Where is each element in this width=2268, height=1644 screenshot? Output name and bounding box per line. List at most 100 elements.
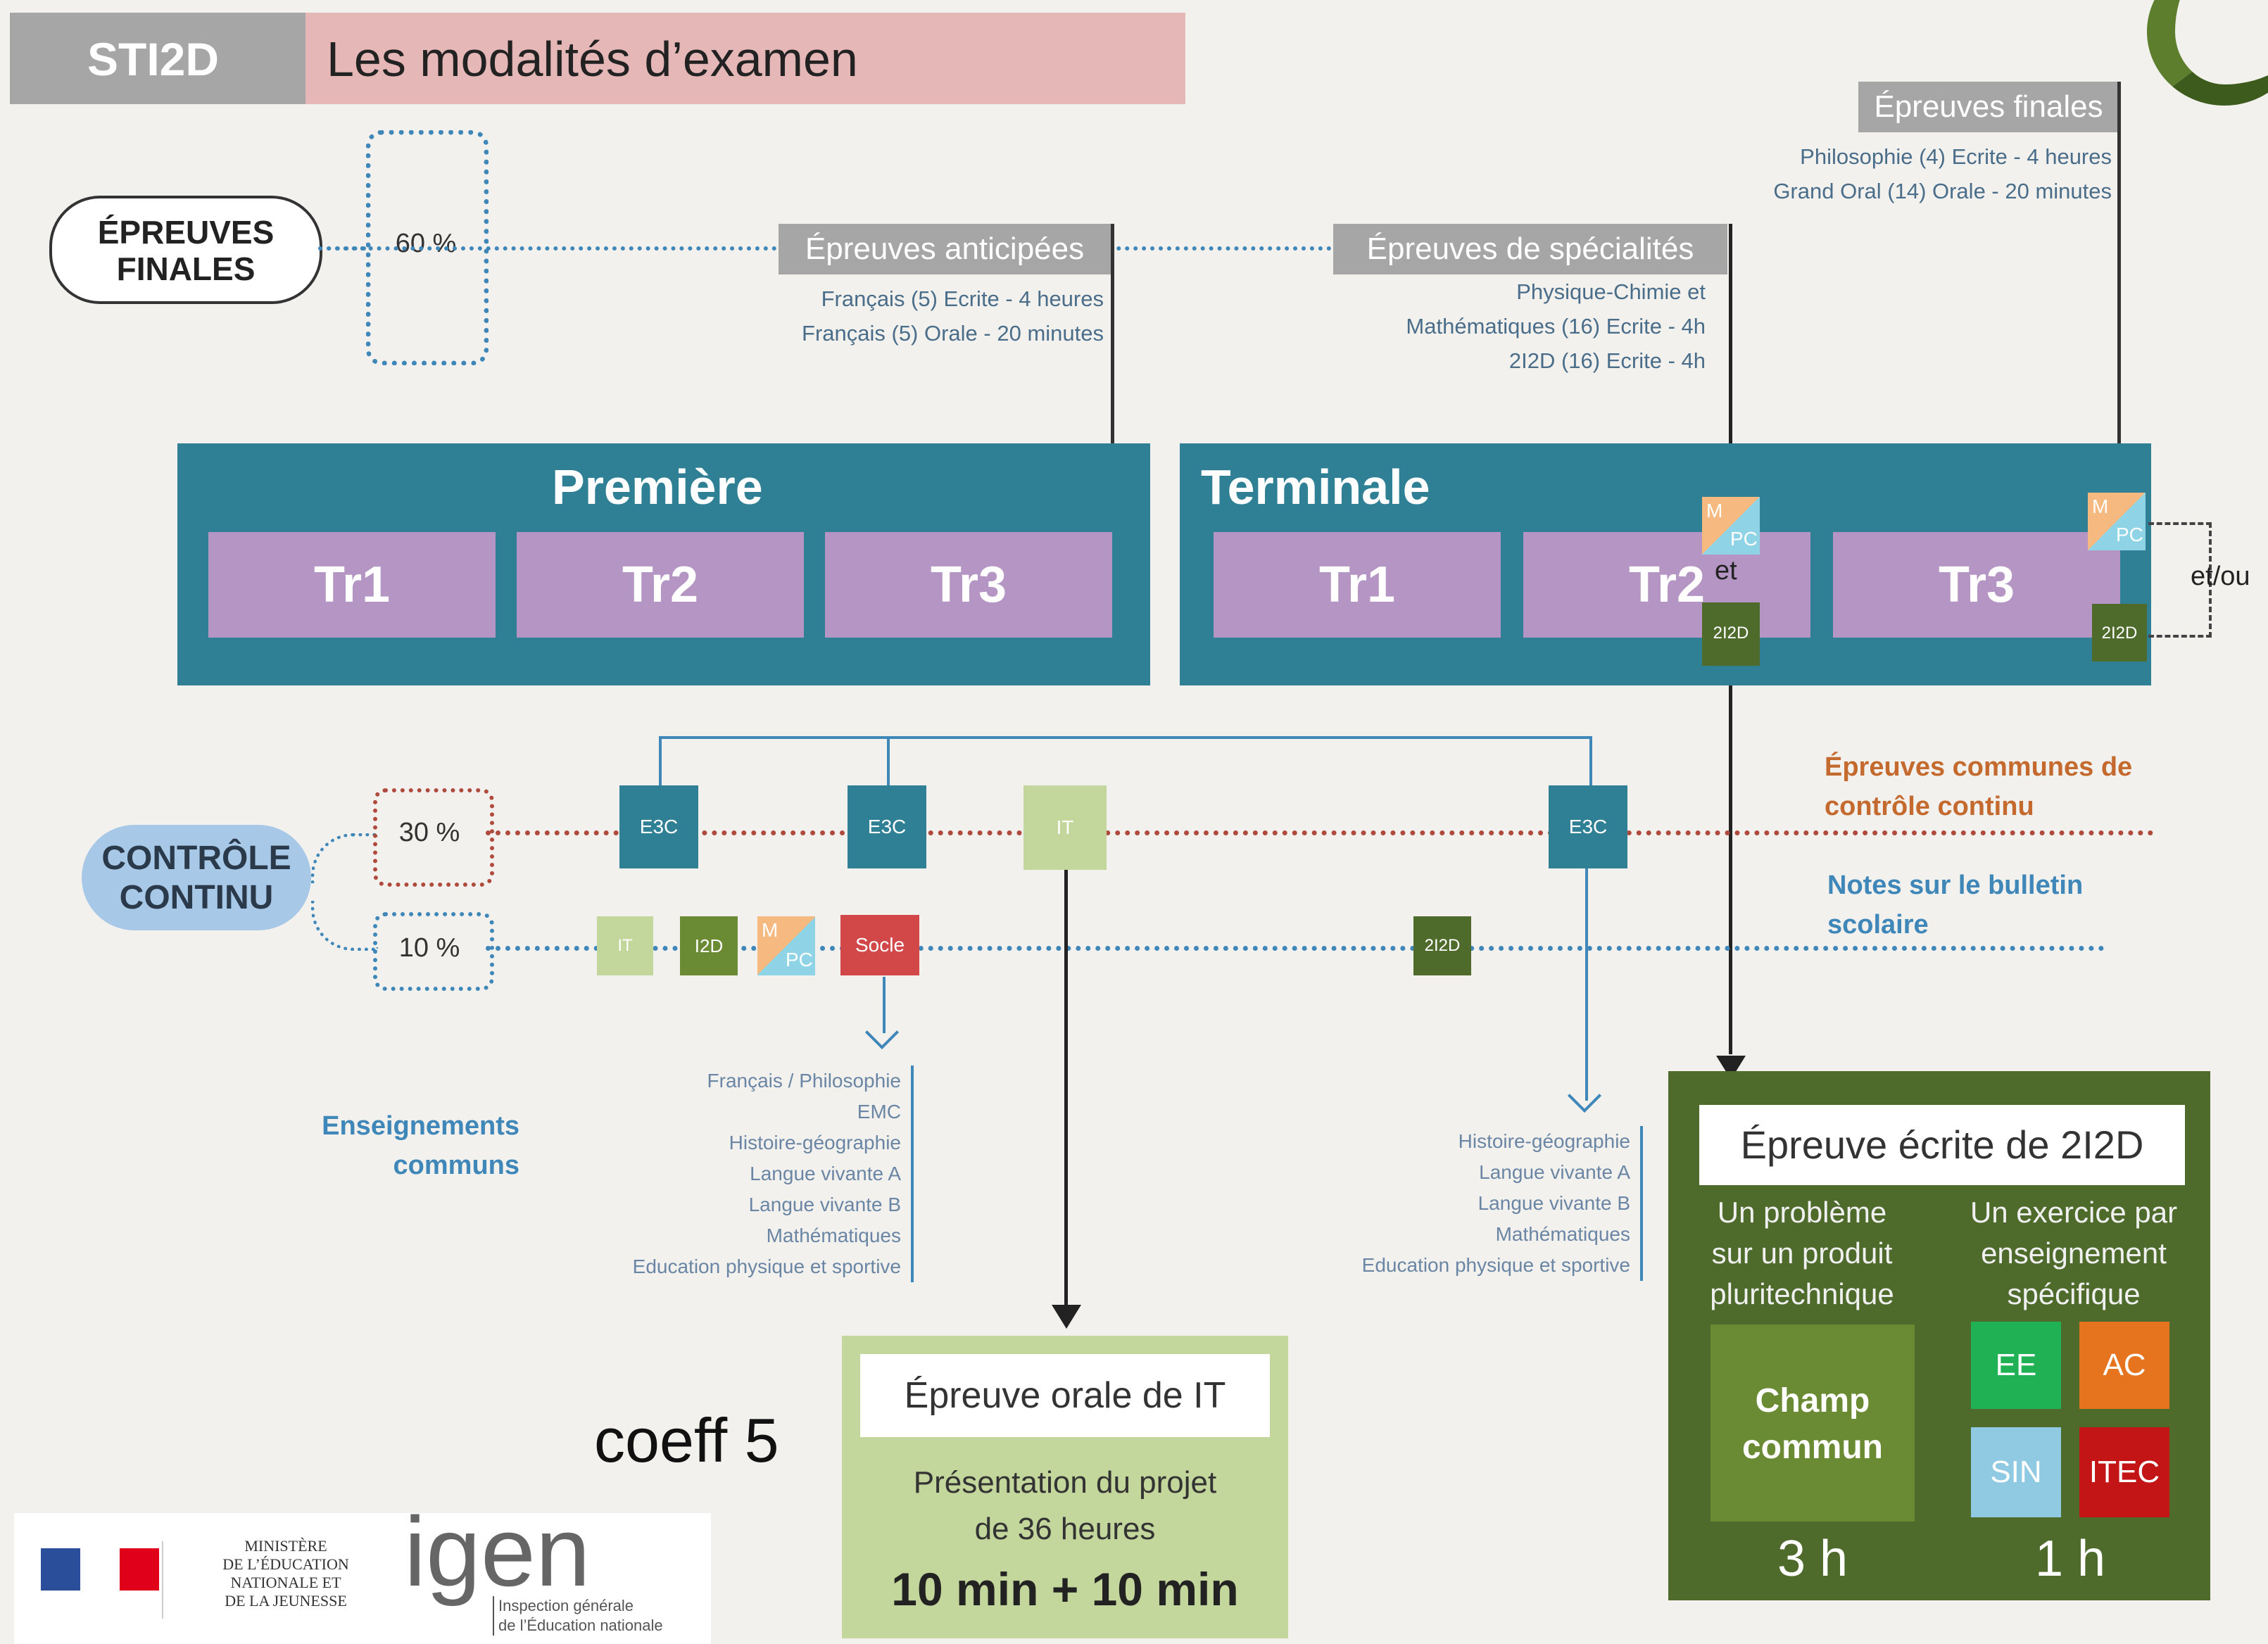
list-right-item: Education physique et sportive (1361, 1254, 1630, 1276)
enseignements-line1: Enseignements (322, 1111, 519, 1141)
oral-it-duration: 10 min + 10 min (891, 1563, 1239, 1615)
i2d-box-small: I2D (680, 916, 738, 975)
i2d-tr2-label: 2I2D (1713, 624, 1749, 643)
ministere-line: NATIONALE ET (230, 1574, 341, 1591)
list-left-item: Français / Philosophie (707, 1070, 901, 1092)
it-arrow-head (1052, 1305, 1081, 1329)
list-right-item: Langue vivante B (1478, 1192, 1630, 1214)
enseignements-line2: communs (393, 1151, 519, 1180)
specialites-title: Épreuves de spécialités (1333, 224, 1727, 274)
mpc-pc-tr2: PC (1730, 528, 1758, 550)
it-arrow-line (1064, 870, 1068, 1305)
i2d-box-tr3: 2I2D (2092, 604, 2147, 662)
premiere-tr1: Tr1 (208, 532, 496, 638)
specialites-line1: Physique-Chimie et (1516, 279, 1706, 304)
itec-box: ITEC (2079, 1427, 2169, 1517)
mpc-pc-small: PC (786, 949, 813, 970)
corner-logo (2147, 0, 2268, 106)
ecrite-left-desc-line: Un problème (1717, 1196, 1887, 1229)
i2d-label-small: I2D (694, 935, 724, 956)
socle-label: Socle (855, 934, 905, 956)
mpc-box-tr3: M PC (2088, 493, 2146, 550)
e3c3-arrow-line (1585, 868, 1588, 1101)
list-left-item: Histoire-géographie (729, 1132, 901, 1153)
e3c-box-1: E3C (619, 785, 698, 868)
e3c-box-3: E3C (1549, 785, 1627, 868)
legend-communes-line2: contrôle continu (1825, 792, 2034, 821)
e3c-label-2: E3C (867, 816, 907, 837)
i2d2-label-small: 2I2D (1424, 936, 1461, 955)
premiere-tr2: Tr2 (517, 532, 804, 638)
page-title: Les modalités d’examen (327, 32, 858, 87)
legend-communes: Épreuves communes de contrôle continu (1825, 747, 2132, 826)
controle-branch-top (311, 833, 378, 883)
i2d2-box-small: 2I2D (1413, 916, 1471, 975)
enseignements-label: Enseignements communs (282, 1106, 519, 1185)
dur-right: 1 h (2034, 1531, 2106, 1587)
terminale-title: Terminale (1201, 460, 1430, 514)
i2d-tr3-label: 2I2D (2101, 624, 2138, 643)
specialites-line3: 2I2D (16) Ecrite - 4h (1508, 348, 1706, 373)
finales-dotted-line-b (318, 246, 366, 251)
controle-branch-bottom (311, 901, 378, 951)
ecrite-left-desc-line: pluritechnique (1710, 1277, 1894, 1310)
mpc-box-small: M PC (757, 916, 815, 975)
finales-right-title: Épreuves finales (1858, 82, 2119, 132)
legend-notes: Notes sur le bulletin scolaire (1827, 866, 2083, 944)
ecrite-right-desc-line: spécifique (2007, 1277, 2141, 1310)
ac-box: AC (2079, 1322, 2169, 1409)
e3c-label-3: E3C (1568, 816, 1608, 837)
e3c-top-connector (659, 736, 1592, 790)
oral-it-title: Épreuve orale de IT (904, 1375, 1226, 1416)
dur-left: 3 h (1777, 1531, 1848, 1587)
e3c3-arrow-head (1567, 1078, 1602, 1113)
ecrite-right-desc-line: enseignement (1981, 1237, 2167, 1270)
marianne-logo (35, 1541, 163, 1619)
etou-bracket (2148, 522, 2212, 638)
list-left-item: EMC (857, 1101, 901, 1123)
epreuves-finales-line1: ÉPREUVES (97, 214, 275, 251)
champ-line2: commun (1741, 1429, 1883, 1466)
it-label-top: IT (1056, 816, 1074, 838)
legend-notes-line2: scolaire (1827, 910, 1929, 940)
igen-subtitle: Inspection générale de l’Éducation natio… (493, 1596, 663, 1636)
pct-30-label: 30 % (398, 818, 460, 847)
ecrite-title-box: Épreuve écrite de 2I2D (1699, 1105, 2185, 1185)
controle-line1: CONTRÔLE (101, 840, 291, 877)
controle-line2: CONTINU (119, 879, 274, 916)
pct-10-box (373, 912, 494, 991)
ministere-line: DE LA JEUNESSE (225, 1592, 347, 1610)
pct-10-label: 10 % (398, 933, 460, 963)
it-label-small: IT (617, 936, 633, 955)
list-left-item: Langue vivante B (748, 1194, 901, 1215)
list-left: Français / Philosophie EMC Histoire-géog… (633, 1066, 914, 1282)
socle-box: Socle (840, 915, 919, 975)
terminale-tr1: Tr1 (1214, 532, 1501, 638)
finales-right-line1: Philosophie (4) Ecrite - 4 heures (1800, 144, 2112, 169)
oral-it-desc: Présentation du projet de 36 heures (842, 1460, 1288, 1553)
specialites-line2: Mathématiques (16) Ecrite - 4h (1406, 314, 1706, 339)
header-title-bar: Les modalités d’examen (305, 13, 1185, 104)
header-tag: STI2D (10, 13, 305, 104)
mpc-box-tr2: M PC (1702, 497, 1760, 555)
champ-commun-box: Champ commun (1711, 1324, 1915, 1522)
premiere-tr3: Tr3 (825, 532, 1112, 638)
ecrite-title: Épreuve écrite de 2I2D (1740, 1123, 2144, 1167)
ministere-line: MINISTÈRE (244, 1537, 327, 1555)
it-box-small: IT (597, 916, 653, 975)
epreuves-finales-line2: FINALES (116, 251, 256, 287)
flag-blue (41, 1548, 80, 1591)
list-right-item: Histoire-géographie (1458, 1130, 1630, 1152)
oral-it-desc-line2: de 36 heures (974, 1512, 1156, 1546)
ministere-line: DE L’ÉDUCATION (222, 1555, 349, 1573)
finales-right-connector (2117, 82, 2121, 631)
et-label: et (1715, 556, 1737, 586)
oral-it-panel: Épreuve orale de IT Présentation du proj… (842, 1336, 1288, 1638)
ee-box: EE (1971, 1322, 2061, 1409)
header-tag-text: STI2D (87, 33, 220, 85)
etou-label: et/ou (2191, 562, 2250, 591)
ministere-text: MINISTÈRE DE L’ÉDUCATION NATIONALE ET DE… (180, 1537, 391, 1610)
list-left-item: Langue vivante A (750, 1163, 901, 1184)
champ-line1: Champ (1755, 1382, 1870, 1419)
